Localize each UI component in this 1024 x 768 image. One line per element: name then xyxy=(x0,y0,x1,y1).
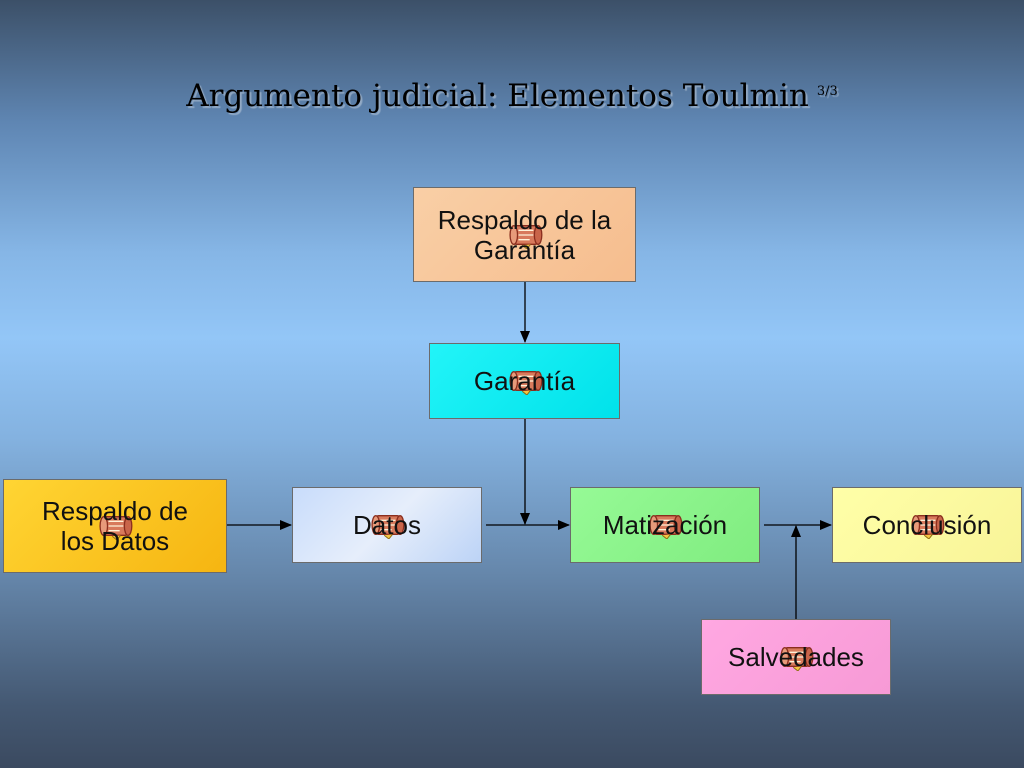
node-datos-label: Datos xyxy=(353,510,421,540)
node-respaldo-datos-line2: los Datos xyxy=(60,526,170,556)
node-respaldo-datos-line1: Respaldo de xyxy=(42,496,188,526)
node-respaldo-garantia[interactable]: Respaldo de la Garantía xyxy=(413,187,636,282)
node-conclusion-label: Conclusión xyxy=(862,510,992,540)
node-garantia-label: Garantía xyxy=(473,366,576,396)
node-datos[interactable]: Datos xyxy=(292,487,482,563)
slide-title-text: Argumento judicial: Elementos Toulmin xyxy=(186,78,809,114)
node-salvedades[interactable]: Salvedades xyxy=(701,619,891,695)
node-respaldo-garantia-line1: Respaldo de la xyxy=(437,204,612,235)
slide-title-suffix: 3/3 xyxy=(816,83,838,99)
node-respaldo-garantia-line2: Garantía xyxy=(473,234,576,265)
node-garantia[interactable]: Garantía xyxy=(429,343,620,419)
node-salvedades-label: Salvedades xyxy=(728,642,864,672)
node-matizacion[interactable]: Matización xyxy=(570,487,760,563)
node-matizacion-label: Matización xyxy=(602,510,728,540)
node-respaldo-datos[interactable]: Respaldo de los Datos xyxy=(3,479,227,573)
slide-title: Argumento judicial: Elementos Toulmin 3/3 xyxy=(0,78,1024,114)
node-conclusion[interactable]: Conclusión xyxy=(832,487,1022,563)
